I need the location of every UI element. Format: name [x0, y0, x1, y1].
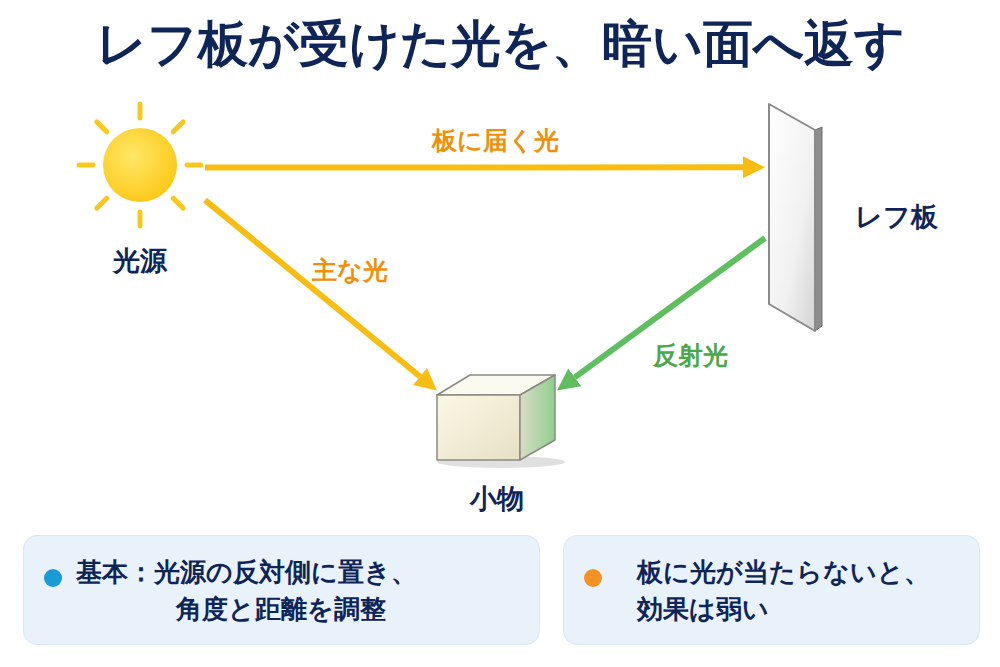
sun-ray [79, 163, 93, 168]
light-arrow [205, 164, 743, 170]
sun-ray [187, 163, 201, 168]
note-box: 板に光が当たらないと、 効果は弱い [563, 535, 980, 645]
object-label: 小物 [437, 480, 557, 518]
sun-ray [173, 198, 183, 208]
arrow-label: 反射光 [653, 339, 728, 372]
bullet-dot [584, 569, 602, 587]
tip-box: 基本：光源の反対側に置き、 角度と距離を調整 [23, 535, 540, 645]
tip-text: 基本：光源の反対側に置き、 角度と距離を調整 [76, 554, 431, 628]
panel-drawing [765, 100, 825, 332]
cube-front [437, 395, 520, 460]
subject-object: 小物 [437, 372, 557, 464]
light-source: 光源 [75, 100, 205, 230]
bullet-dot [44, 569, 62, 587]
panel-edge [815, 127, 822, 331]
sun-disc [103, 128, 177, 202]
sun-drawing [75, 100, 205, 230]
arrow-label: 板に届く光 [432, 124, 559, 157]
light-arrow [575, 238, 765, 377]
diagram-title: レフ板が受けた光を、暗い面へ返す [0, 12, 1000, 76]
sun-ray [173, 122, 183, 132]
reflector-board: レフ板 [765, 100, 825, 332]
sun-ray [97, 122, 107, 132]
arrow-label: 主な光 [312, 254, 388, 287]
sun-ray [138, 104, 143, 118]
note-text: 板に光が当たらないと、 効果は弱い [637, 554, 947, 628]
cube-drawing [437, 372, 557, 464]
source-label: 光源 [65, 242, 215, 280]
light-arrow [205, 200, 420, 376]
cube-side [520, 375, 555, 460]
sun-ray [138, 212, 143, 226]
panel-face [769, 104, 815, 331]
sun-ray [97, 198, 107, 208]
reflector-label: レフ板 [855, 198, 975, 236]
